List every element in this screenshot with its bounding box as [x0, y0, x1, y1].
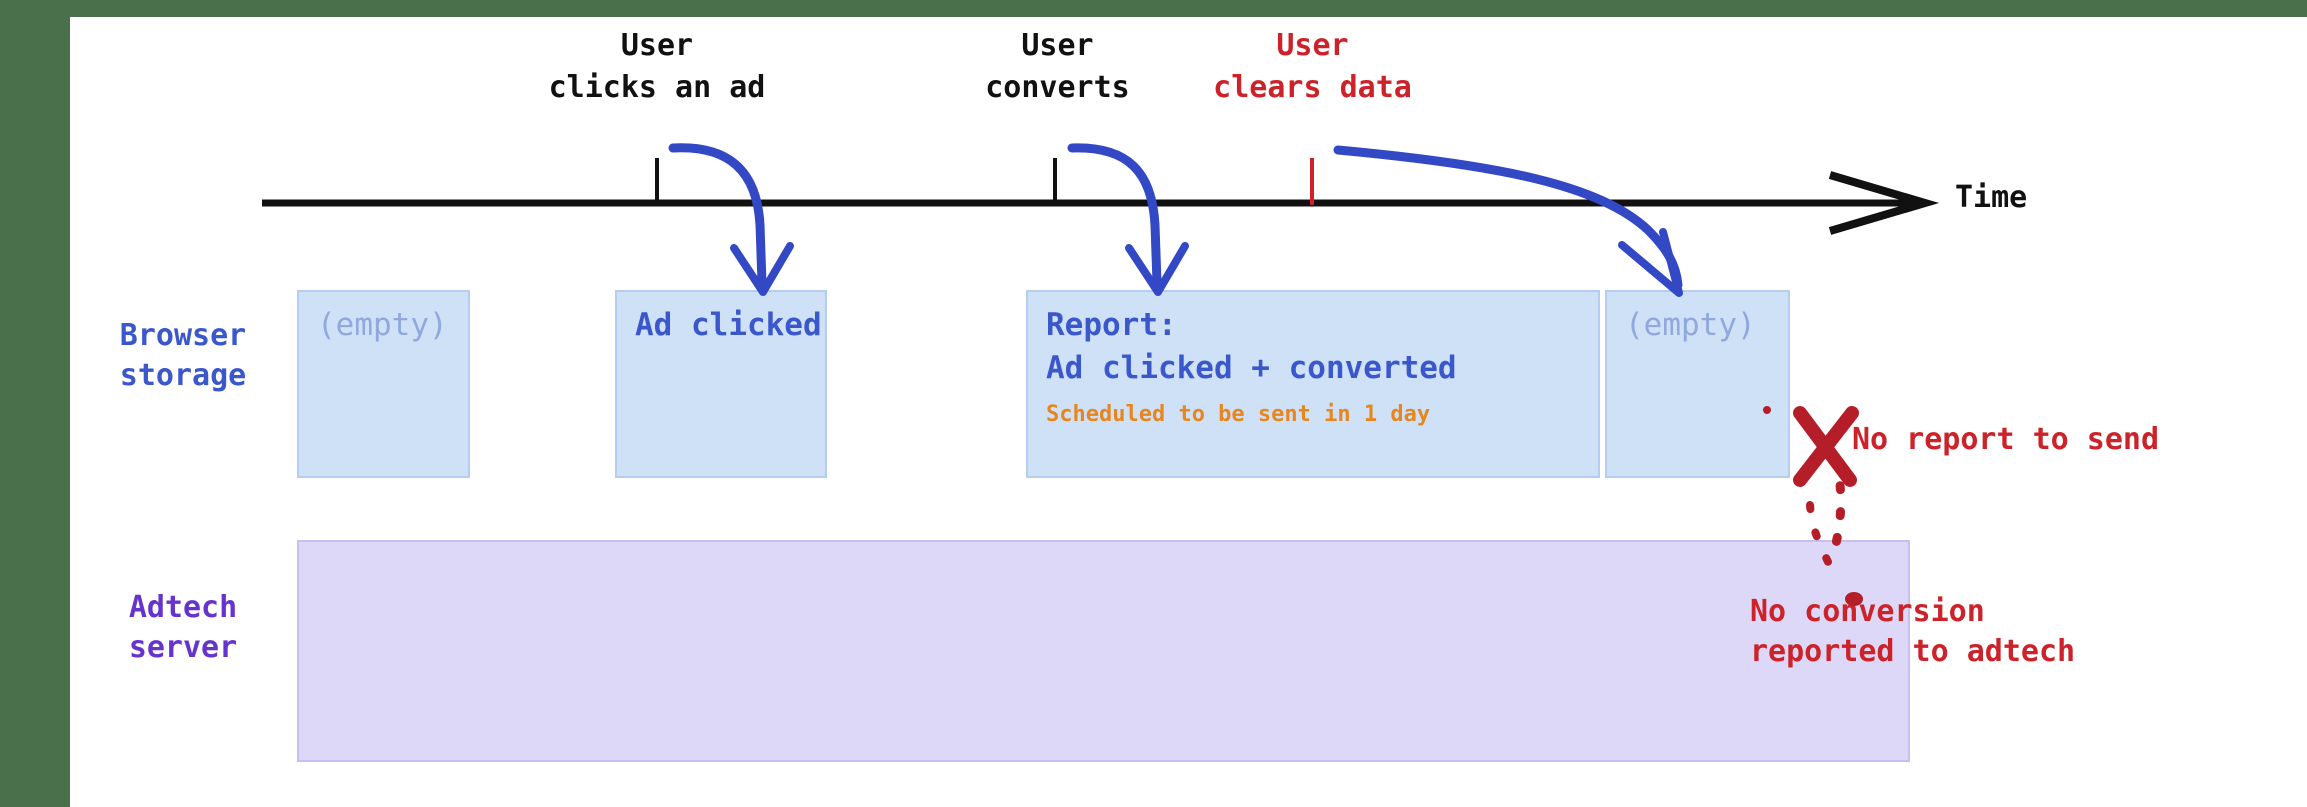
- event-label-click: User clicks an ad: [527, 25, 787, 109]
- event-label-click-line1: User: [620, 28, 694, 63]
- row-label-adtech-line2: server: [128, 630, 238, 665]
- adtech-server-box: [297, 540, 1910, 762]
- row-label-adtech-line1: Adtech: [128, 590, 238, 625]
- browser-storage-box-cleared: (empty): [1605, 290, 1790, 478]
- annotation-no-report-to-send: No report to send: [1852, 420, 2159, 460]
- annotation-no-report-line1: No report to send: [1852, 422, 2160, 457]
- browser-storage-text-report-title: Report:: [1046, 307, 1177, 343]
- row-label-adtech-server: Adtech server: [78, 588, 288, 668]
- row-label-browser-storage: Browser storage: [78, 316, 288, 396]
- browser-storage-box-initial: (empty): [297, 290, 470, 478]
- event-label-click-line2: clicks an ad: [548, 70, 766, 105]
- browser-storage-text-report-schedule: Scheduled to be sent in 1 day: [1046, 402, 1431, 427]
- axis-label-time: Time: [1955, 180, 2028, 215]
- annotation-no-conversion-line2: reported to adtech: [1750, 634, 2076, 669]
- event-label-convert-line1: User: [1021, 28, 1094, 63]
- browser-storage-box-report: Report: Ad clicked + converted Scheduled…: [1026, 290, 1600, 478]
- browser-storage-text-clicked: Ad clicked: [635, 307, 822, 343]
- browser-storage-box-clicked: Ad clicked: [615, 290, 827, 478]
- annotation-no-conversion-line1: No conversion: [1750, 594, 1985, 629]
- event-label-convert-line2: converts: [985, 70, 1130, 105]
- left-green-border: [0, 0, 70, 807]
- browser-storage-text-report-body: Ad clicked + converted: [1046, 350, 1457, 386]
- event-label-clear-line1: User: [1276, 28, 1349, 63]
- browser-storage-text-initial: (empty): [317, 307, 448, 343]
- event-label-clear-line2: clears data: [1213, 70, 1412, 105]
- row-label-browser-line2: storage: [119, 358, 247, 393]
- event-label-clear: User clears data: [1190, 25, 1435, 109]
- browser-storage-text-cleared: (empty): [1625, 307, 1756, 343]
- annotation-no-conversion-reported: No conversion reported to adtech: [1750, 592, 2075, 672]
- row-label-browser-line1: Browser: [119, 318, 247, 353]
- event-label-convert: User converts: [935, 25, 1180, 109]
- top-green-border: [70, 0, 2307, 17]
